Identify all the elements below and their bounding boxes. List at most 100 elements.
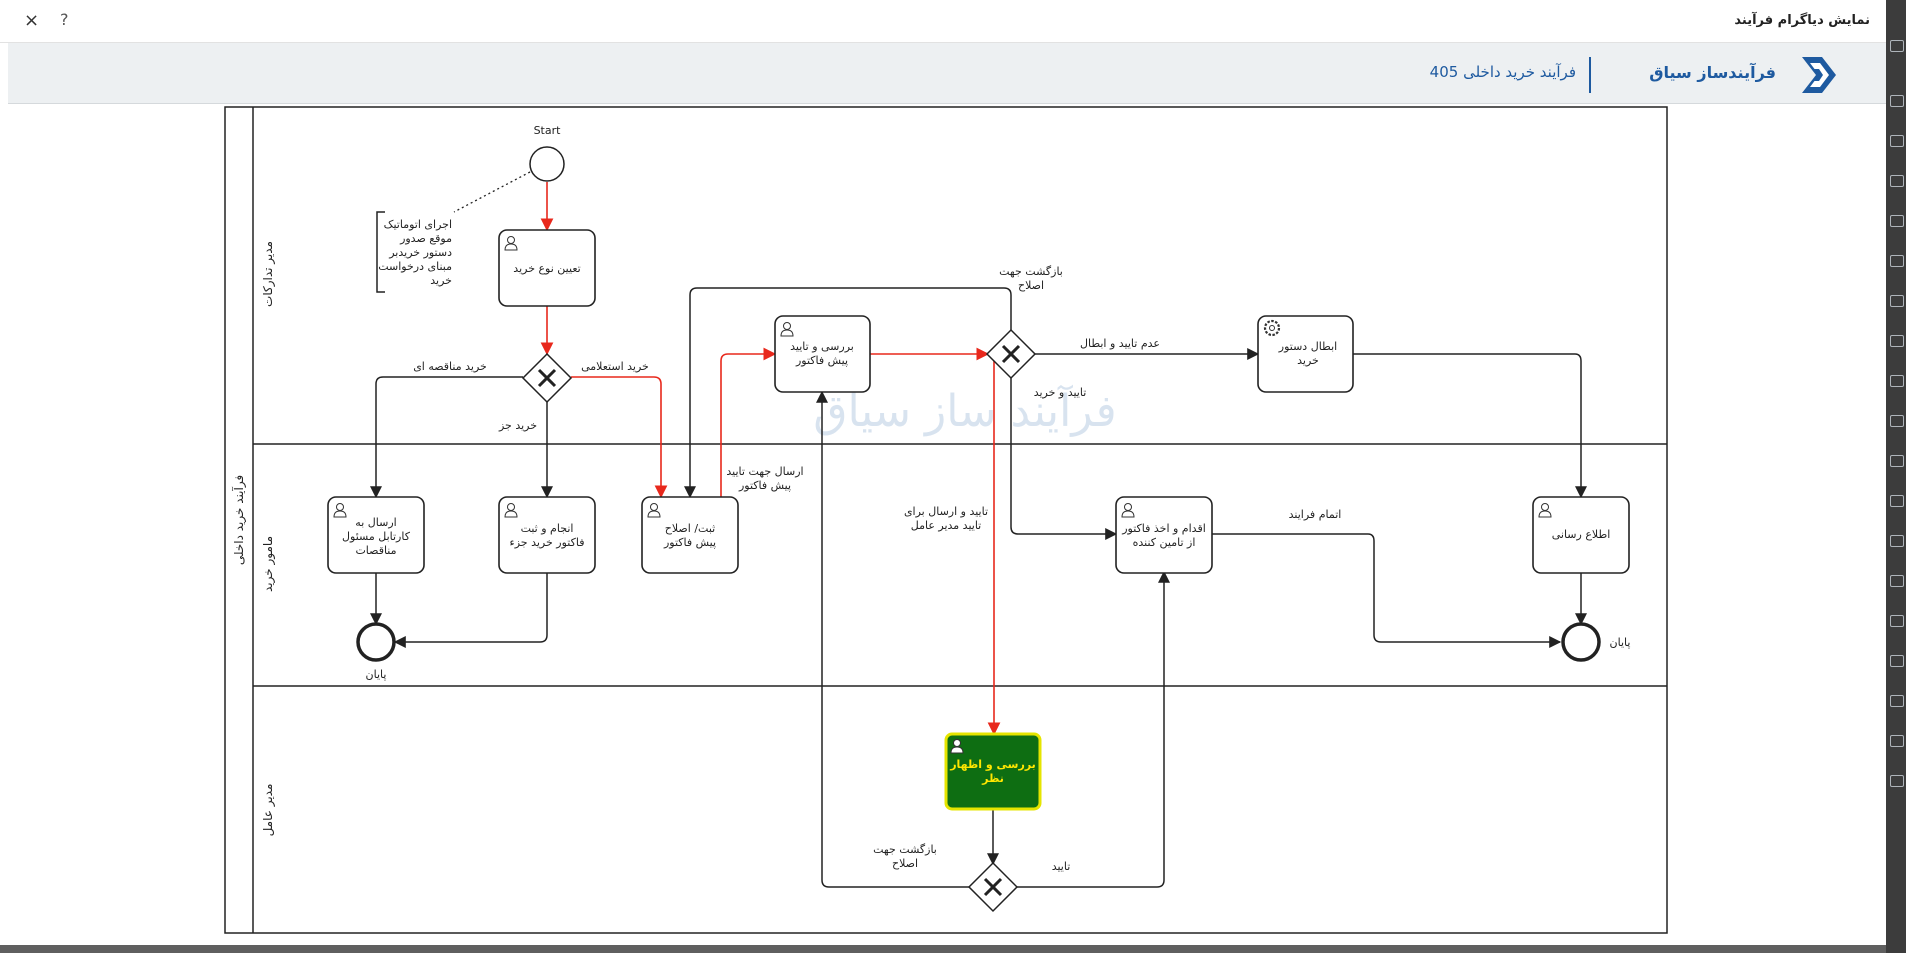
end-event-right[interactable] — [1561, 622, 1601, 662]
svg-text:نظر: نظر — [981, 772, 1004, 785]
label-process-end: اتمام فرایند — [1289, 508, 1342, 521]
text-annotation-bracket — [376, 211, 385, 293]
bell-icon — [1890, 455, 1904, 467]
task-review-proforma[interactable]: بررسی و تایید پیش فاکتور — [774, 315, 871, 393]
background-sidebar — [1886, 0, 1906, 953]
svg-text:بازگشت جهت: بازگشت جهت — [873, 843, 937, 856]
svg-text:بررسی و اظهار: بررسی و اظهار — [949, 758, 1036, 771]
gear-icon — [1263, 319, 1281, 337]
help-circle-icon — [1890, 735, 1904, 747]
printer-icon — [1890, 695, 1904, 707]
flow-return-fix-top — [684, 287, 1012, 499]
task-register-proforma[interactable]: ثبت/ اصلاح پیش فاکتور — [641, 496, 739, 574]
list-icon — [1890, 415, 1904, 427]
label-tender-purchase: خرید مناقصه ای — [413, 360, 487, 373]
svg-text:کارتابل مسئول: کارتابل مسئول — [342, 530, 411, 543]
svg-text:بررسی و تایید: بررسی و تایید — [790, 340, 854, 353]
gateway-proforma-review[interactable] — [985, 328, 1037, 380]
logout-icon — [1890, 775, 1904, 787]
svg-text:تایید مدیر عامل: تایید مدیر عامل — [911, 519, 982, 532]
svg-text:موقع صدور: موقع صدور — [399, 232, 452, 245]
svg-text:بازگشت جهت: بازگشت جهت — [999, 265, 1063, 278]
flow-approve-buy — [1010, 378, 1118, 540]
flow-cancel-to-notify — [1352, 353, 1587, 499]
report-icon — [1890, 535, 1904, 547]
label-send-for-approval: ارسال جهت تایید پیش فاکتور — [726, 465, 803, 492]
svg-text:اطلاع رسانی: اطلاع رسانی — [1552, 528, 1611, 541]
pool-label: فرآیند خرید داخلی — [231, 475, 247, 565]
svg-text:پیش فاکتور: پیش فاکتور — [795, 354, 848, 367]
settings-icon — [1890, 255, 1904, 267]
flow-invoice-to-end — [393, 572, 548, 648]
archive-icon — [1890, 495, 1904, 507]
pool — [224, 106, 1668, 934]
diagram-header: فرآیندساز سیاق فرآیند خرید داخلی 405 — [8, 43, 1886, 104]
label-approve-send-ceo: تایید و ارسال برای تایید مدیر عامل — [904, 505, 988, 532]
svg-text:اصلاح: اصلاح — [892, 857, 918, 870]
user-icon — [1890, 375, 1904, 387]
dialog-titlebar: × ? نمایش دیاگرام فرآیند — [0, 0, 1886, 43]
lane-label-procurement-manager: مدیر تدارکات — [261, 241, 276, 307]
label-approve: تایید — [1052, 860, 1071, 873]
svg-text:خرید: خرید — [1297, 354, 1319, 367]
task-notify[interactable]: اطلاع رسانی — [1532, 496, 1630, 574]
watermark: فرآیند ساز سیاق — [813, 384, 1116, 437]
dialog-title: نمایش دیاگرام فرآیند — [1734, 13, 1870, 28]
label-minor-purchase: خرید جز — [498, 419, 537, 432]
image-icon — [1890, 175, 1904, 187]
text-annotation: اجرای اتوماتیک موقع صدور دستور خریدبر مب… — [378, 218, 452, 287]
lane-label-ceo: مدیر عامل — [261, 784, 276, 837]
flow-process-end — [1212, 533, 1562, 648]
flow-approve — [1017, 570, 1170, 888]
link-icon — [1890, 615, 1904, 627]
svg-text:اجرای اتوماتیک: اجرای اتوماتیک — [384, 218, 452, 231]
brand-name: فرآیندساز سیاق — [1649, 63, 1776, 82]
svg-text:انجام و ثبت: انجام و ثبت — [521, 522, 574, 535]
svg-text:پیش فاکتور: پیش فاکتور — [738, 479, 791, 492]
gateway-ceo-decision[interactable] — [967, 861, 1019, 913]
task-send-to-tender[interactable]: ارسال به کارتابل مسئول مناقصات — [327, 496, 425, 574]
task-ceo-review-active[interactable]: بررسی و اظهار نظر — [944, 732, 1042, 811]
end-event-left[interactable] — [356, 622, 396, 662]
label-inquiry-purchase: خرید استعلامی — [581, 360, 649, 373]
label-approve-buy: تایید و خرید — [1034, 386, 1087, 399]
svg-text:از تامین کننده: از تامین کننده — [1133, 536, 1196, 549]
svg-text:پیش فاکتور: پیش فاکتور — [663, 536, 716, 549]
search-icon — [1890, 40, 1904, 52]
start-event[interactable] — [529, 146, 565, 182]
flow-inquiry-purchase — [571, 376, 668, 499]
header-separator — [1589, 57, 1591, 93]
bpmn-diagram: فرآیند ساز سیاق فرآیند خرید داخلی مدیر ت… — [224, 106, 1668, 934]
start-label: Start — [534, 124, 562, 137]
calendar-icon — [1890, 295, 1904, 307]
lock-icon — [1890, 655, 1904, 667]
svg-text:ارسال به: ارسال به — [355, 516, 396, 529]
task-cancel-purchase-order[interactable]: ابطال دستور خرید — [1257, 315, 1354, 393]
svg-text:تایید و ارسال برای: تایید و ارسال برای — [904, 505, 988, 518]
help-icon[interactable]: ? — [60, 10, 69, 29]
svg-text:ارسال جهت تایید: ارسال جهت تایید — [726, 465, 803, 478]
end-label-left: پایان — [366, 668, 387, 681]
svg-text:مبنای درخواست: مبنای درخواست — [378, 260, 452, 273]
label-reject-cancel: عدم تایید و ابطال — [1080, 337, 1160, 350]
close-icon[interactable]: × — [24, 10, 40, 31]
folder-icon — [1890, 215, 1904, 227]
svg-text:دستور خریدبر: دستور خریدبر — [388, 246, 452, 259]
lane-label-purchase-agent: مامور خرید — [261, 536, 276, 592]
svg-text:ثبت/ اصلاح: ثبت/ اصلاح — [665, 522, 715, 535]
svg-text:اقدام و اخذ فاکتور: اقدام و اخذ فاکتور — [1121, 522, 1206, 535]
svg-text:خرید: خرید — [430, 274, 452, 287]
svg-text:ابطال دستور: ابطال دستور — [1278, 340, 1337, 353]
task-register-minor-invoice[interactable]: انجام و ثبت فاکتور خرید جزء — [498, 496, 596, 574]
annotation-association — [453, 171, 531, 213]
label-return-for-fix-top: بازگشت جهت اصلاح — [999, 265, 1063, 292]
gateway-purchase-type[interactable] — [521, 352, 573, 404]
task-obtain-invoice[interactable]: اقدام و اخذ فاکتور از تامین کننده — [1115, 496, 1213, 574]
task-determine-purchase-type[interactable]: تعیین نوع خرید — [498, 229, 596, 307]
svg-text:مناقصات: مناقصات — [355, 544, 396, 557]
mail-icon — [1890, 95, 1904, 107]
process-name: فرآیند خرید داخلی 405 — [1429, 63, 1576, 81]
svg-text:اصلاح: اصلاح — [1018, 279, 1044, 292]
flow-return-fix-bottom — [816, 390, 969, 888]
